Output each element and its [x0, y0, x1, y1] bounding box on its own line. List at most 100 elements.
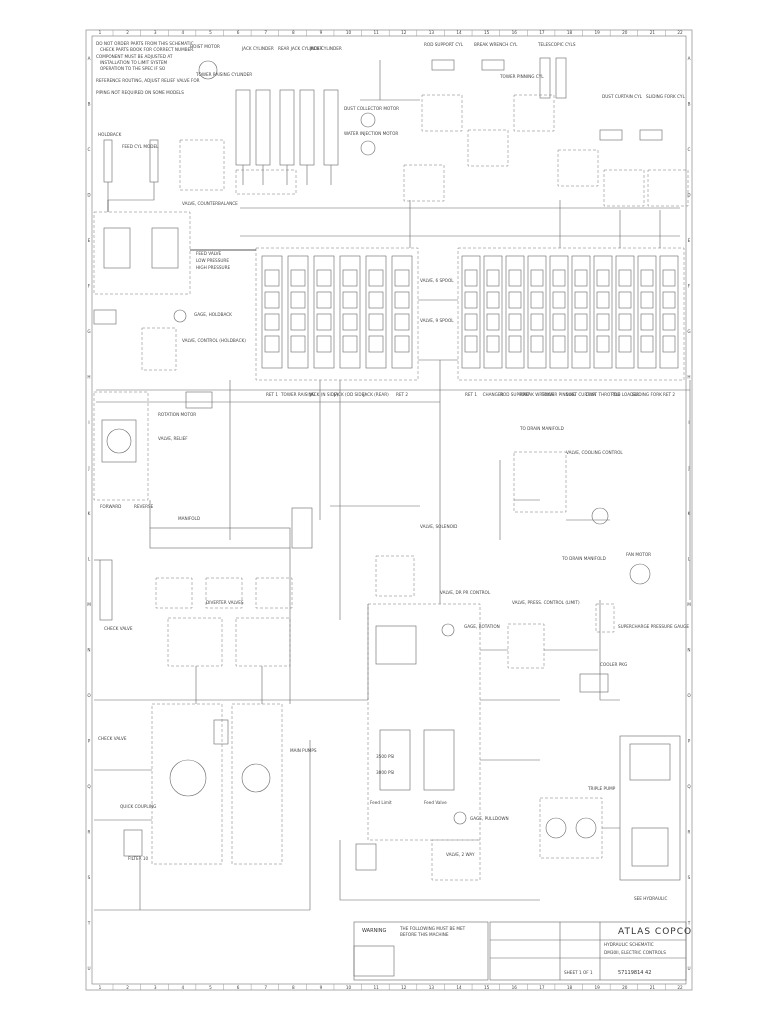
valve-9spool-label: VALVE, 9 SPOOL	[420, 318, 454, 323]
border-column-number: 22	[677, 985, 683, 990]
border-column-number: 12	[401, 985, 407, 990]
border-column-number: 8	[292, 30, 295, 35]
filter-label: FILTER 10	[128, 856, 149, 861]
spool-label: ROD LOADER	[611, 392, 639, 397]
spool-section	[571, 255, 591, 369]
notes-block: DO NOT ORDER PARTS FROM THIS SCHEMATIC. …	[96, 41, 200, 95]
spool-label: TOWER RAISING	[280, 392, 315, 397]
border-row-letter: F	[688, 284, 691, 289]
feed-valve-group: FEED VALVE LOW PRESSURE HIGH PRESSURE GA…	[93, 211, 246, 371]
main-pumps-group: MAIN PUMPS CHECK VALVE QUICK COUPLING FI…	[98, 703, 317, 865]
spool-section	[505, 255, 525, 369]
border-column-number: 19	[594, 985, 600, 990]
note-2c: OPERATION TO THE SPEC IF SO	[100, 66, 166, 71]
note-1b: CHECK PARTS BOOK FOR CORRECT NUMBER.	[100, 47, 194, 52]
check-valve-label-2: CHECK VALVE	[98, 736, 127, 741]
border-row-letter: S	[88, 875, 91, 880]
valve-cooling-label: VALVE, COOLING CONTROL	[566, 450, 623, 455]
spool-section	[615, 255, 635, 369]
border-column-number: 7	[264, 985, 267, 990]
jack-cyl-label-2: JACK CYLINDER	[309, 46, 342, 51]
spool-section	[593, 255, 613, 369]
rear-jack-label: REAR JACK CYLINDER	[278, 46, 323, 51]
border-column-number: 14	[456, 30, 462, 35]
spool-section	[637, 255, 657, 369]
border-row-letter: M	[87, 602, 91, 607]
feed-cyl-label: FEED CYL MODEL	[122, 144, 159, 149]
spool-section	[391, 255, 413, 369]
border-column-number: 11	[374, 30, 380, 35]
top-actuators: HOIST MOTOR TOWER RAISING CYLINDER JACK …	[179, 42, 689, 207]
border-row-letter: T	[87, 921, 91, 926]
border-row-letter: L	[88, 557, 91, 562]
triple-pump-label: TRIPLE PUMP	[587, 786, 616, 791]
drawing-number: 57119814 42	[618, 970, 651, 976]
feed-valve-label: FEED VALVE	[196, 251, 221, 256]
border-row-letter: T	[687, 921, 691, 926]
border-row-letter: P	[688, 739, 691, 744]
sheet-number: SHEET 1 OF 1	[564, 970, 593, 975]
sliding-fork-label: SLIDING FORK CYL	[646, 94, 685, 99]
border-row-letter: U	[87, 966, 90, 971]
rotation-motor-label: ROTATION MOTOR	[158, 412, 196, 417]
border-column-number: 13	[429, 30, 435, 35]
tower-pinning-label: TOWER PINNING CYL	[499, 74, 544, 79]
press-control-label: VALVE, PRESS. CONTROL (LIMIT)	[512, 600, 580, 605]
border-row-letter: L	[688, 557, 691, 562]
border-row-letter: E	[688, 238, 691, 243]
border-row-letter: D	[87, 193, 90, 198]
border-row-letter: Q	[687, 784, 691, 789]
border-row-letter: I	[688, 420, 689, 425]
jack-cyl-label: JACK CYLINDER	[241, 46, 274, 51]
tower-raising-label: TOWER RAISING CYLINDER	[195, 72, 252, 77]
border-row-letter: K	[88, 511, 91, 516]
company-name: ATLAS COPCO	[618, 927, 692, 937]
border-column-number: 9	[320, 30, 323, 35]
main-pumps-label: MAIN PUMPS	[290, 748, 317, 753]
dust-collector-label: DUST COLLECTOR MOTOR	[344, 106, 399, 111]
psi-3000-label: 3000 PSI	[376, 770, 394, 775]
border-column-number: 15	[484, 30, 490, 35]
spool-label: ROD SUPPORT	[500, 392, 530, 397]
rod-support-label: ROD SUPPORT CYL	[424, 42, 464, 47]
holdback-label: HOLDBACK	[98, 132, 122, 137]
border-column-number: 9	[320, 985, 323, 990]
cooling-group: TO DRAIN MANIFOLD VALVE, COOLING CONTROL…	[513, 426, 689, 693]
feed-valve2-label: Feed Valve	[424, 800, 447, 805]
border-row-letter: K	[688, 511, 691, 516]
border-column-number: 8	[292, 985, 295, 990]
six-spool-sections	[261, 255, 413, 369]
spool-section	[483, 255, 503, 369]
feed-cylinder-group: HOLDBACK FEED CYL MODEL	[98, 132, 159, 201]
warning-block: WARNING THE FOLLOWING MUST BE MET BEFORE…	[353, 921, 489, 981]
water-injection-label: WATER INJECTION MOTOR	[344, 131, 398, 136]
spool-section	[339, 255, 361, 369]
reverse-label: REVERSE	[134, 504, 154, 509]
spool-label: BREAK WRENCH	[520, 392, 554, 397]
spool-section	[365, 255, 387, 369]
border-column-numbers: 1122334455667788991010111112121313141415…	[99, 30, 683, 990]
spool-section	[527, 255, 547, 369]
border-column-number: 6	[237, 30, 240, 35]
note-1: DO NOT ORDER PARTS FROM THIS SCHEMATIC.	[96, 41, 195, 46]
border-row-letter: S	[688, 875, 691, 880]
border-column-number: 1	[99, 30, 102, 35]
nine-spool-sections	[461, 255, 679, 369]
border-column-number: 1	[99, 985, 102, 990]
border-column-number: 22	[677, 30, 683, 35]
border-column-number: 2	[126, 30, 129, 35]
border-column-number: 17	[539, 30, 545, 35]
border-column-number: 3	[154, 985, 157, 990]
border-column-number: 13	[429, 985, 435, 990]
gage-rotation-label: GAGE, ROTATION	[464, 624, 500, 629]
border-row-letter: F	[88, 284, 91, 289]
border-row-letter: R	[688, 830, 691, 835]
border-row-letter: C	[688, 147, 691, 152]
spool-section	[261, 255, 283, 369]
border-column-number: 12	[401, 30, 407, 35]
border-column-number: 2	[126, 985, 129, 990]
cooler-pkg-label: COOLER PKG	[600, 662, 627, 667]
